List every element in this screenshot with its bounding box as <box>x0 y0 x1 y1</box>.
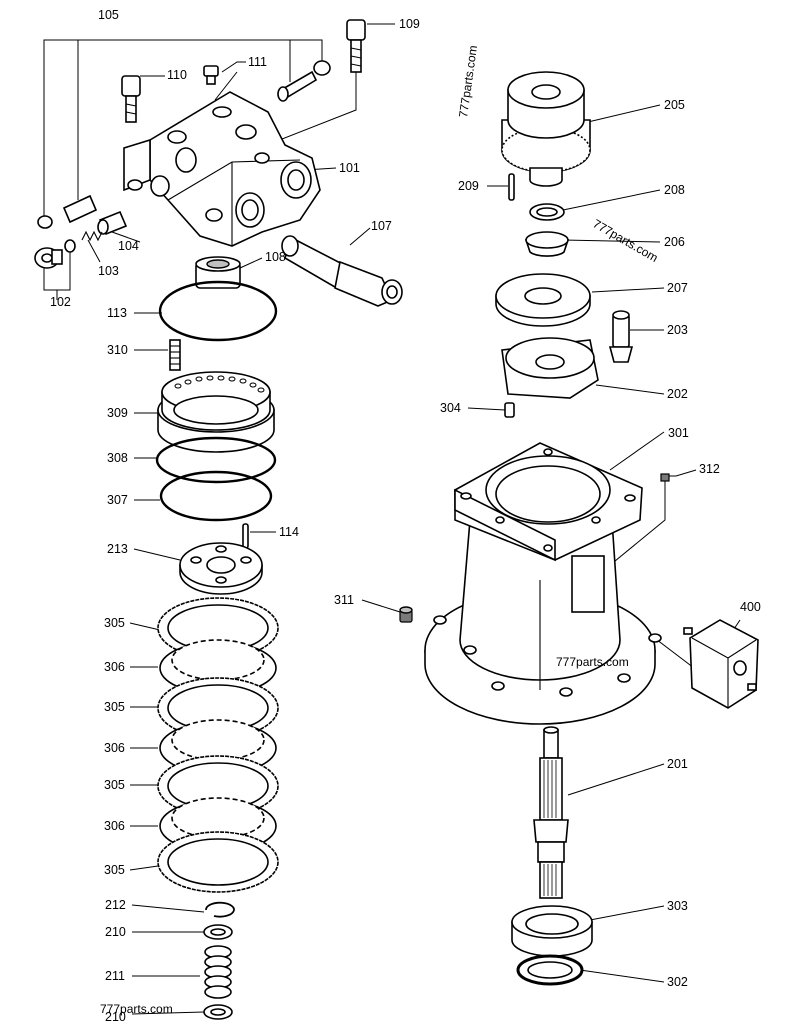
label-305-2: 305 <box>104 700 125 714</box>
label-308: 308 <box>107 451 128 465</box>
o-ring-308-icon <box>155 436 277 484</box>
brake-piston-309-icon <box>157 371 275 453</box>
seal-302-icon <box>516 954 584 986</box>
label-305-3: 305 <box>104 778 125 792</box>
swash-plate-202-icon <box>501 337 599 399</box>
valve-block-400-icon <box>683 619 759 709</box>
ball-guide-206-icon <box>524 231 570 257</box>
housing-301-icon <box>424 442 662 725</box>
label-107: 107 <box>371 219 392 233</box>
label-306-3: 306 <box>104 819 125 833</box>
valve-block-assembly <box>34 19 403 342</box>
label-202: 202 <box>667 387 688 401</box>
plate-305-3-icon <box>157 755 279 817</box>
plug-311-icon <box>399 606 413 623</box>
label-400: 400 <box>740 600 761 614</box>
brake-stack <box>155 339 279 1020</box>
label-114: 114 <box>279 525 299 539</box>
label-210-2: 210 <box>105 1010 126 1024</box>
label-210-1: 210 <box>105 925 126 939</box>
spring-pin-310-icon <box>169 339 181 371</box>
bolt-110-icon <box>121 75 141 123</box>
label-208: 208 <box>664 183 685 197</box>
pin-209-icon <box>508 173 515 201</box>
washer-210-2-icon <box>203 1004 233 1020</box>
spring-211-icon <box>204 945 232 999</box>
label-206: 206 <box>664 235 685 249</box>
snap-ring-212-icon <box>205 901 235 918</box>
label-109: 109 <box>399 17 420 31</box>
label-203: 203 <box>667 323 688 337</box>
bearing-303-icon <box>511 905 593 957</box>
plate-305-4-icon <box>157 831 279 893</box>
plate-305-2-icon <box>157 677 279 739</box>
valve-plate-213-icon <box>179 542 263 595</box>
plug-111-icon <box>203 65 219 85</box>
piston-holes <box>174 375 265 393</box>
o-ring-113-icon <box>158 280 278 342</box>
plate-305-1-icon <box>157 597 279 659</box>
label-207: 207 <box>667 281 688 295</box>
pin-105-icon <box>37 60 331 229</box>
pin-304-icon <box>504 402 515 418</box>
label-305-4: 305 <box>104 863 125 877</box>
label-302: 302 <box>667 975 688 989</box>
watermark-bottom: 777parts.com <box>100 1002 173 1016</box>
watermark-vertical: 777parts.com <box>456 44 480 118</box>
pin-114-icon <box>242 523 249 549</box>
piston-203-icon <box>608 310 634 363</box>
plug-102-icon <box>34 247 63 269</box>
label-110: 110 <box>167 68 187 82</box>
label-212: 212 <box>105 898 126 912</box>
label-205: 205 <box>664 98 685 112</box>
label-309: 309 <box>107 406 128 420</box>
label-101: 101 <box>339 161 360 175</box>
spring-103-icon <box>64 230 103 253</box>
label-306-1: 306 <box>104 660 125 674</box>
motor-valve-block-icon <box>123 91 321 247</box>
plug-104-icon <box>97 210 128 236</box>
label-103: 103 <box>98 264 119 278</box>
right-column-parts <box>399 71 759 986</box>
label-201: 201 <box>667 757 688 771</box>
label-211: 211 <box>105 969 125 983</box>
label-305-1: 305 <box>104 616 125 630</box>
watermark-housing: 777parts.com <box>556 655 629 669</box>
shaft-splines <box>543 760 557 818</box>
label-102: 102 <box>50 295 71 309</box>
label-104: 104 <box>118 239 139 253</box>
label-213: 213 <box>107 542 128 556</box>
retainer-plate-207-icon <box>495 273 591 327</box>
label-111: 111 <box>248 55 267 69</box>
cylinder-block-205-icon <box>501 71 591 187</box>
label-304: 304 <box>440 401 461 415</box>
plug-312-icon <box>660 473 670 482</box>
leader-lines <box>43 23 741 1015</box>
label-303: 303 <box>667 899 688 913</box>
label-310: 310 <box>107 343 128 357</box>
label-301: 301 <box>668 426 689 440</box>
part-labels: 105 109 110 111 101 107 108 104 103 102 … <box>50 8 761 1024</box>
label-209: 209 <box>458 179 479 193</box>
label-312: 312 <box>699 462 720 476</box>
label-306-2: 306 <box>104 741 125 755</box>
washer-210-1-icon <box>203 924 233 940</box>
drive-shaft-201-icon <box>533 726 569 899</box>
ring-208-icon <box>529 203 565 221</box>
label-108: 108 <box>265 250 286 264</box>
bolt-109-icon <box>346 19 366 73</box>
label-105: 105 <box>98 8 119 22</box>
relief-valve-107-icon <box>281 235 403 307</box>
label-311: 311 <box>334 593 354 607</box>
label-307: 307 <box>107 493 128 507</box>
o-ring-307-icon <box>159 470 273 522</box>
label-113: 113 <box>107 306 127 320</box>
